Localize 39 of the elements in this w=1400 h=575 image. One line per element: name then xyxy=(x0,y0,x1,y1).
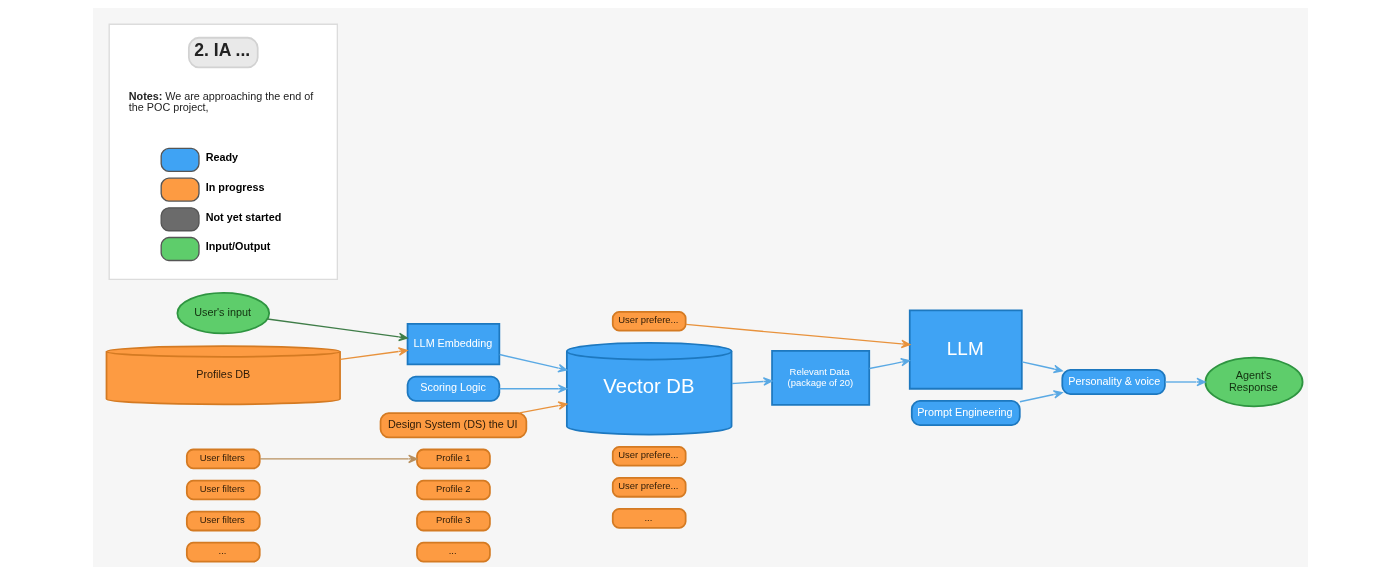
arrow xyxy=(684,323,910,349)
arrow xyxy=(1020,361,1063,374)
legend-label: Not yet started xyxy=(205,210,281,223)
arrow xyxy=(259,454,417,464)
node-box: Prompt Engineering xyxy=(910,400,1021,427)
node-box: ... xyxy=(185,541,261,563)
node-box: LLM Embedding xyxy=(406,323,500,366)
node-box: Profile 1 xyxy=(415,448,491,470)
label: Notes: We are approaching the end of the POC project, xyxy=(128,90,313,114)
arrow xyxy=(1018,390,1063,403)
node-box: User filters xyxy=(185,479,261,501)
node-box: Personality & voice xyxy=(1060,368,1166,396)
arrow xyxy=(498,353,567,373)
arrow xyxy=(266,318,408,342)
node-box: User filters xyxy=(185,448,261,470)
cluster xyxy=(108,23,338,281)
node-box: Design System (DS) the UI xyxy=(379,412,527,439)
node-box: ... xyxy=(415,541,491,563)
node-box: User prefere... xyxy=(611,310,687,332)
arrow xyxy=(339,347,408,361)
legend-label: Input/Output xyxy=(205,240,270,253)
node-box: User filters xyxy=(185,510,261,532)
legend-label: In progress xyxy=(205,180,265,193)
node-box: Relevant Data (package of 20) xyxy=(770,350,870,406)
arrow xyxy=(868,357,910,370)
legend-label: Ready xyxy=(205,151,238,164)
node-box: ... xyxy=(611,508,687,529)
node-ellipse: User's input xyxy=(176,292,270,335)
node-box: 2. IA ... xyxy=(187,36,259,69)
node-ellipse: Agent's Response xyxy=(1204,356,1303,408)
node-box: Profile 3 xyxy=(415,510,491,532)
node-box: Scoring Logic xyxy=(406,375,500,402)
node-box: Profile 2 xyxy=(415,479,491,501)
arrow xyxy=(1163,377,1206,387)
node-box: LLM xyxy=(908,309,1023,390)
node-box: User prefere... xyxy=(611,476,687,498)
arrow xyxy=(498,384,567,394)
arrow xyxy=(518,401,567,414)
node-box: User prefere... xyxy=(611,445,687,467)
